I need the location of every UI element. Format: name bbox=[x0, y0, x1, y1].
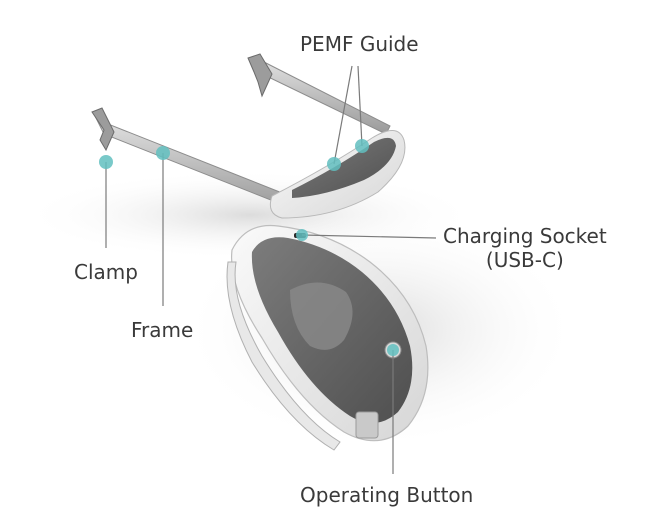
label-pemf-guide: PEMF Guide bbox=[300, 32, 419, 56]
marker-clamp bbox=[99, 155, 113, 169]
marker-frame bbox=[156, 146, 170, 160]
marker-charging bbox=[296, 229, 308, 241]
markers bbox=[99, 139, 399, 356]
label-charging-socket: Charging Socket (USB-C) bbox=[443, 224, 607, 272]
marker-pemf-left bbox=[327, 157, 341, 171]
right-clamp bbox=[247, 53, 273, 98]
marker-pemf-right bbox=[355, 139, 369, 153]
right-arm bbox=[253, 57, 391, 135]
leader-pemf-right bbox=[357, 65, 363, 147]
marker-operating bbox=[387, 344, 399, 356]
leader-pemf-left bbox=[333, 65, 353, 165]
label-charging-socket-line2: (USB-C) bbox=[485, 248, 564, 272]
case-rim bbox=[226, 261, 341, 451]
leader-charging bbox=[301, 234, 437, 239]
label-frame: Frame bbox=[131, 318, 194, 342]
case-inner-recess bbox=[290, 282, 353, 350]
front-inner-band bbox=[292, 137, 396, 198]
case-hinge bbox=[355, 411, 379, 439]
label-clamp: Clamp bbox=[74, 260, 138, 284]
leader-lines bbox=[105, 65, 437, 474]
label-charging-socket-line1: Charging Socket bbox=[443, 224, 607, 248]
label-operating-button: Operating Button bbox=[300, 483, 474, 507]
left-clamp bbox=[91, 107, 115, 152]
